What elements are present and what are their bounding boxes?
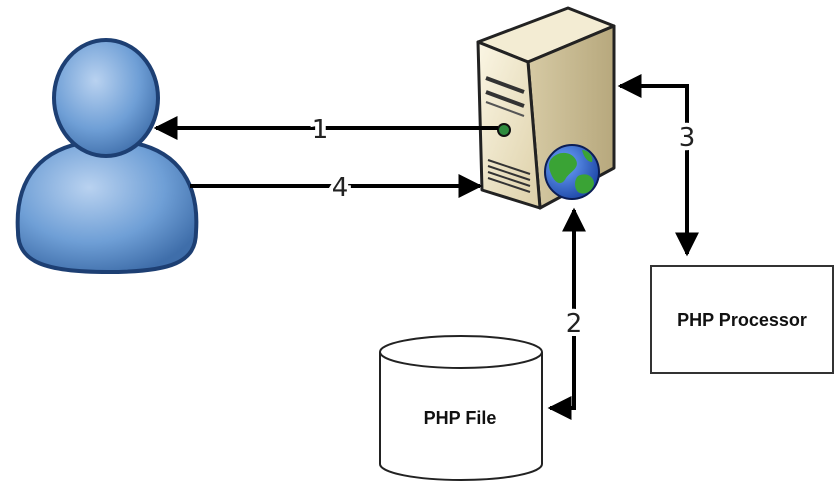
arrow-3-label: 3 (679, 123, 696, 153)
arrow-2-label: 2 (566, 309, 583, 339)
globe-icon (544, 144, 600, 200)
php-processor-label: PHP Processor (677, 310, 807, 330)
php-processor-box (650, 265, 834, 374)
arrow-2 (547, 207, 586, 420)
php-file-cylinder (379, 335, 543, 481)
arrow-3 (617, 74, 699, 257)
user-icon (15, 38, 199, 275)
php-file-label: PHP File (424, 408, 497, 428)
arrow-4-label: 4 (332, 173, 349, 203)
arrow-1-label: 1 (312, 115, 329, 145)
